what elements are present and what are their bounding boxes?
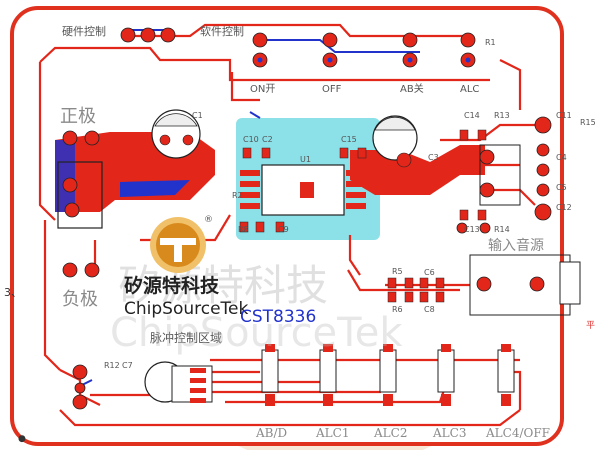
designator-c7: C7 — [122, 361, 133, 370]
pad — [74, 382, 86, 394]
pad — [64, 202, 80, 218]
bottom-switches — [261, 344, 515, 406]
pad — [62, 130, 78, 146]
designator-c10: C10 — [243, 135, 259, 144]
margin-number: 3、 — [4, 286, 22, 299]
capacitor-c1-polarity — [154, 113, 198, 127]
designator-r14: R14 — [494, 225, 510, 234]
pad — [62, 177, 78, 193]
label-bottom-1: ALC1 — [315, 426, 349, 440]
designator-c1: C1 — [192, 111, 203, 120]
label-negative: 负极 — [62, 289, 98, 310]
designator-r1: R1 — [485, 38, 496, 47]
company-logo: ® 矽源特科技 ChipSourceTek — [124, 215, 249, 319]
pulse-ic-pins — [190, 368, 206, 403]
designator-c2: C2 — [262, 135, 273, 144]
label-bottom-3: ALC3 — [432, 426, 466, 440]
label-input-source: 输入音源 — [488, 237, 544, 254]
logo-emblem-glyph — [160, 238, 196, 262]
pad — [72, 394, 88, 410]
pad — [84, 130, 100, 146]
label-hardware-control: 硬件控制 — [62, 24, 106, 38]
margin-glyph: 平 — [586, 321, 596, 331]
label-pad-group-0: ON开 — [250, 84, 275, 95]
logo-en-name: ChipSourceTek — [124, 299, 249, 319]
logo-cn-name: 矽源特科技 — [124, 274, 220, 297]
designator-c8: C8 — [424, 305, 435, 314]
watermark-cn: 矽源特科技 — [118, 261, 328, 310]
designator-r2: R2 — [232, 191, 243, 200]
capacitor-c3-polarity — [374, 116, 416, 131]
designator-c6: C6 — [424, 268, 435, 277]
designator-c9: C9 — [278, 225, 289, 234]
label-bottom-4: ALC4/OFF — [485, 426, 550, 440]
power-terminal-block — [57, 161, 103, 229]
input-jack-outline — [479, 144, 521, 206]
input-connector-tab — [559, 261, 581, 305]
label-pulse-control: 脉冲控制区域 — [150, 330, 222, 345]
pad — [159, 134, 171, 146]
label-software-control: 软件控制 — [200, 24, 244, 38]
designator-c4: C4 — [556, 153, 567, 162]
designator-c15: C15 — [341, 135, 357, 144]
designator-r5: R5 — [392, 267, 403, 276]
designator-r13: R13 — [494, 111, 510, 120]
designator-r6: R6 — [392, 305, 403, 314]
watermark-en: ChipSourceTek — [110, 310, 403, 356]
negative-copper-pour — [120, 180, 190, 197]
label-pad-group-2: AB关 — [400, 82, 424, 95]
designator-c11: C11 — [556, 111, 572, 120]
label-bottom-0: AB/D — [255, 426, 287, 440]
top-jumper-inner — [257, 57, 471, 63]
chip-u1-center-pad — [300, 182, 314, 198]
logo-registered-mark: ® — [204, 215, 213, 225]
positive-terminal-pour — [55, 140, 75, 212]
smd-pads — [239, 129, 487, 303]
top-jumper-pads — [120, 27, 476, 68]
margin-dot: ● — [18, 434, 26, 444]
pad — [62, 262, 78, 278]
designator-r8: R8 — [238, 225, 249, 234]
pad — [84, 262, 100, 278]
designator-c5: C5 — [556, 183, 567, 192]
designator-u1: U1 — [300, 155, 311, 164]
label-bottom-2: ALC2 — [373, 426, 407, 440]
label-pad-group-1: OFF — [322, 84, 342, 95]
designator-r12: R12 — [104, 361, 120, 370]
designator-c13: C13 — [464, 225, 480, 234]
designator-r15: R15 — [580, 118, 596, 127]
designator-c3: C3 — [428, 153, 439, 162]
chip-u1-pins — [240, 170, 366, 209]
label-pad-group-3: ALC — [460, 84, 479, 95]
pad — [396, 152, 412, 168]
chip-model-label: CST8336 — [240, 307, 316, 327]
designator-c14: C14 — [464, 111, 480, 120]
designator-c12: C12 — [556, 203, 572, 212]
label-positive: 正极 — [60, 106, 96, 127]
pad — [72, 364, 88, 380]
pad — [182, 134, 194, 146]
